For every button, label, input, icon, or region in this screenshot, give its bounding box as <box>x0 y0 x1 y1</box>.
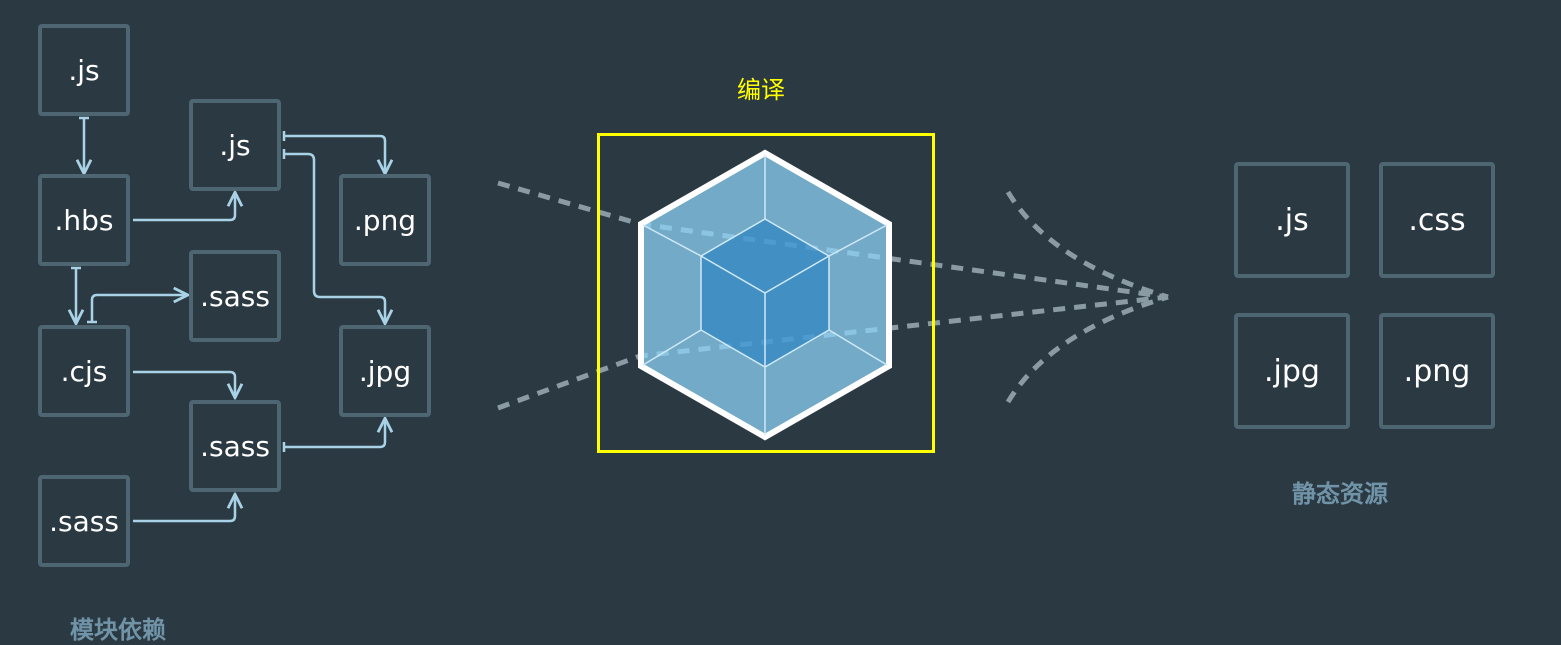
module-hbs: .hbs <box>38 174 130 266</box>
module-png: .png <box>339 174 431 266</box>
arrow-js-to-png <box>284 134 385 172</box>
module-sass-middle: .sass <box>189 400 281 492</box>
module-cjs: .cjs <box>38 325 130 417</box>
dependency-caption: 模块依赖 <box>70 616 166 644</box>
asset-css: .css <box>1379 162 1495 278</box>
compile-label: 编译 <box>737 76 785 104</box>
arrow-cjs-to-sass-mid <box>133 370 235 396</box>
asset-jpg: .jpg <box>1234 313 1350 429</box>
arrow-hbs-to-js <box>133 194 235 222</box>
compile-highlight-box <box>597 133 935 453</box>
arrow-sass-to-sass <box>133 496 235 523</box>
dotted-curve-out-bottom <box>1005 294 1169 404</box>
arrow-js-to-jpg <box>284 152 385 322</box>
dotted-curve-out-top <box>1005 190 1169 300</box>
arrow-cjs-to-sass-upper <box>90 295 186 322</box>
module-sass-upper: .sass <box>189 250 281 342</box>
module-sass-bottom: .sass <box>38 475 130 567</box>
asset-js: .js <box>1234 162 1350 278</box>
output-caption: 静态资源 <box>1292 480 1388 508</box>
module-js-top: .js <box>38 24 130 116</box>
module-jpg: .jpg <box>339 325 431 417</box>
asset-png: .png <box>1379 313 1495 429</box>
arrow-sass-to-jpg <box>284 420 385 449</box>
module-js-mid: .js <box>189 99 281 191</box>
